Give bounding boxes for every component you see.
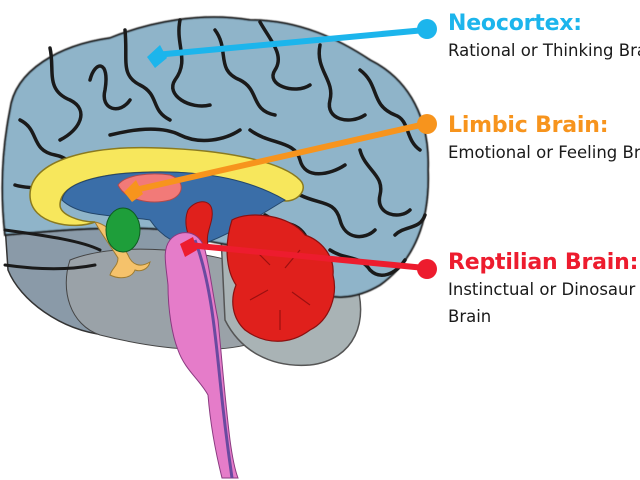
limbic-description: Emotional or Feeling Brain: [448, 143, 640, 162]
reptilian-label: Reptilian Brain: Instinctual or Dinosaur…: [448, 250, 638, 330]
limbic-label: Limbic Brain: Emotional or Feeling Brain: [448, 113, 640, 166]
amygdala: [105, 207, 141, 253]
reptilian-arrowhead-icon: [180, 237, 197, 257]
reptilian-dot-icon: [417, 259, 437, 279]
cerebellum: [226, 214, 336, 342]
neocortex-pointer: [147, 19, 437, 68]
reptilian-description-line-2: Brain: [448, 307, 492, 326]
ventricle: [61, 171, 286, 247]
brainstem: [164, 232, 239, 479]
reptilian-title: Reptilian Brain:: [448, 250, 639, 275]
neocortex-title: Neocortex:: [448, 11, 582, 36]
limbic-arrowhead-icon: [124, 180, 143, 202]
brainstem-canal: [193, 239, 234, 479]
neocortex-dot-icon: [417, 19, 437, 39]
limbic-dot-icon: [417, 114, 437, 134]
limbic-title: Limbic Brain:: [448, 113, 609, 138]
neocortex-arrowhead-icon: [147, 45, 167, 68]
temporal-grooves: [3, 228, 102, 271]
limbic-pointer: [124, 114, 437, 202]
neocortex-label: Neocortex: Rational or Thinking Brain: [448, 11, 640, 64]
cortex-grooves: [13, 18, 427, 277]
neocortex-description: Rational or Thinking Brain: [448, 41, 640, 60]
reptilian-description-line-1: Instinctual or Dinosaur: [448, 280, 636, 299]
reptilian-pointer: [180, 237, 437, 279]
